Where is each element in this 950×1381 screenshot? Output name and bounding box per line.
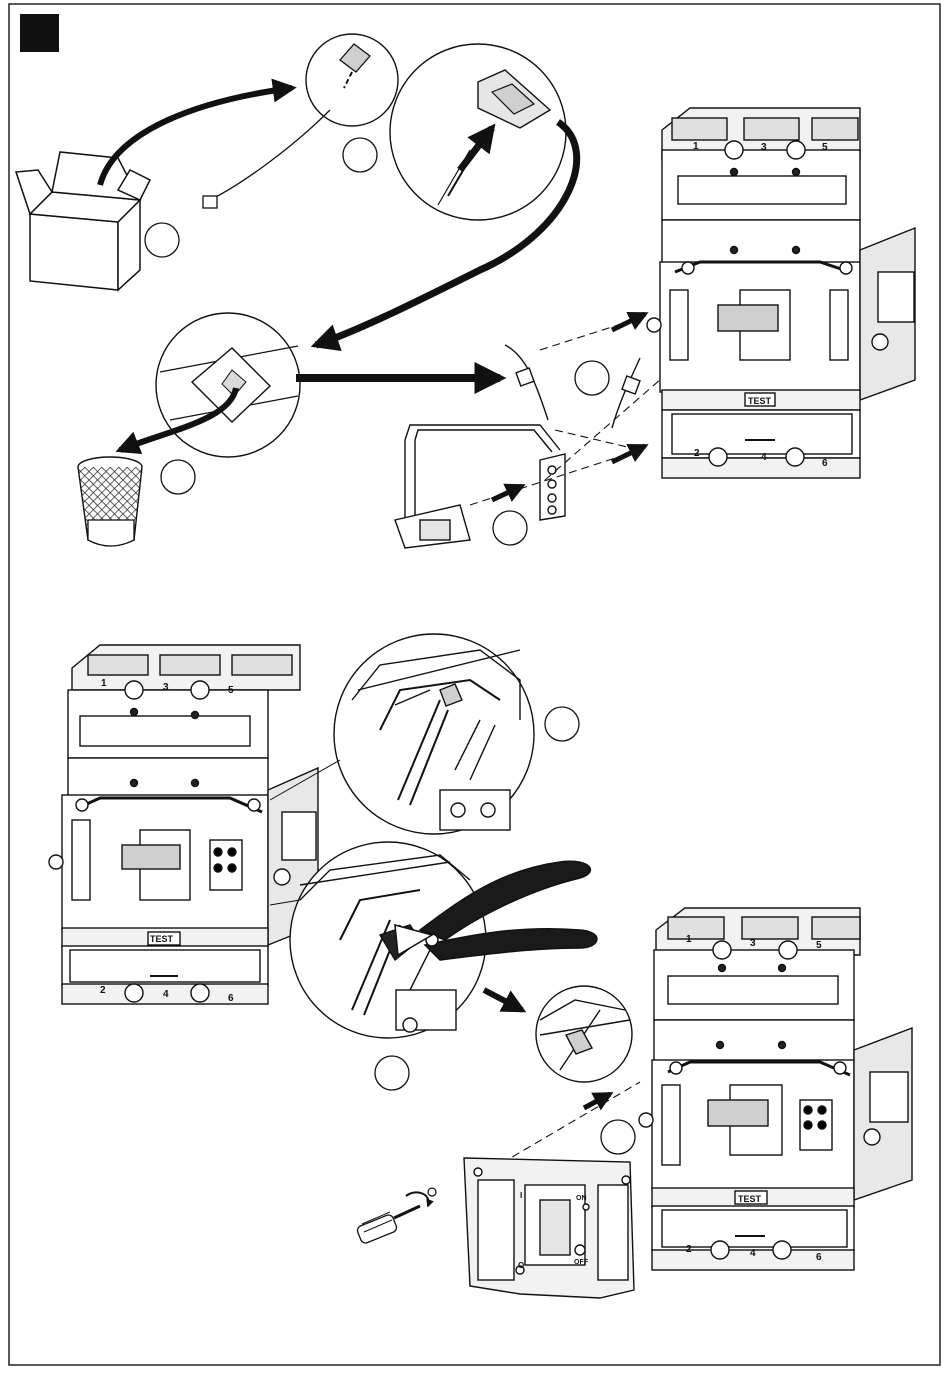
cable-tie-zoom [390, 44, 566, 220]
auxiliary-module [395, 425, 565, 548]
terminal-label: 6 [228, 993, 234, 1004]
callout-circle [161, 460, 195, 494]
terminal-label: 3 [750, 938, 756, 949]
on-label: ON [576, 1195, 587, 1202]
callout-circle [343, 138, 377, 172]
cable-tie-attached-detail [334, 634, 534, 834]
off-symbol: O [518, 1261, 524, 1270]
terminal-label: 2 [686, 1244, 692, 1255]
box-icon [16, 152, 150, 290]
screwdriver-icon [356, 1192, 429, 1244]
terminal-label: 5 [822, 142, 828, 153]
cut-result-detail [536, 986, 632, 1082]
terminal-label: 1 [101, 678, 107, 689]
terminal-label: 3 [163, 682, 169, 693]
terminal-label: 1 [693, 141, 699, 152]
flow-arrow [100, 88, 292, 185]
terminal-label: 4 [750, 1248, 756, 1259]
terminal-label: 5 [816, 940, 822, 951]
on-symbol: I [520, 1191, 522, 1200]
test-label: TEST [748, 396, 772, 406]
circuit-breaker-left [49, 645, 318, 1004]
callout-circle [601, 1120, 635, 1154]
terminal-label: 6 [816, 1252, 822, 1263]
test-label: TEST [738, 1194, 762, 1204]
screw-icon [428, 1188, 436, 1196]
terminal-label: 4 [761, 452, 767, 463]
terminal-label: 6 [822, 458, 828, 469]
terminal-label: 4 [163, 989, 169, 1000]
cable-tie-strap [210, 110, 330, 200]
flow-arrow [484, 990, 522, 1010]
cable-tie-head-icon [203, 196, 217, 208]
test-label: TEST [150, 934, 174, 944]
terminal-label: 3 [761, 142, 767, 153]
callout-circle [575, 361, 609, 395]
callout-circle [375, 1056, 409, 1090]
callout-circle [145, 223, 179, 257]
cable-tie-detail [306, 34, 398, 126]
terminal-label: 2 [100, 985, 106, 996]
off-label: OFF [574, 1259, 589, 1266]
terminal-label: 5 [228, 685, 234, 696]
circuit-breaker-bottom [639, 908, 912, 1270]
cover-plate [464, 1158, 634, 1298]
step-marker-square [20, 14, 59, 52]
callout-circle [545, 707, 579, 741]
waste-bin-icon [78, 457, 142, 546]
terminal-label: 1 [686, 934, 692, 945]
adhesive-backing-detail [156, 313, 300, 457]
terminal-label: 2 [694, 448, 700, 459]
circuit-breaker-top [647, 108, 915, 478]
callout-circle [493, 511, 527, 545]
